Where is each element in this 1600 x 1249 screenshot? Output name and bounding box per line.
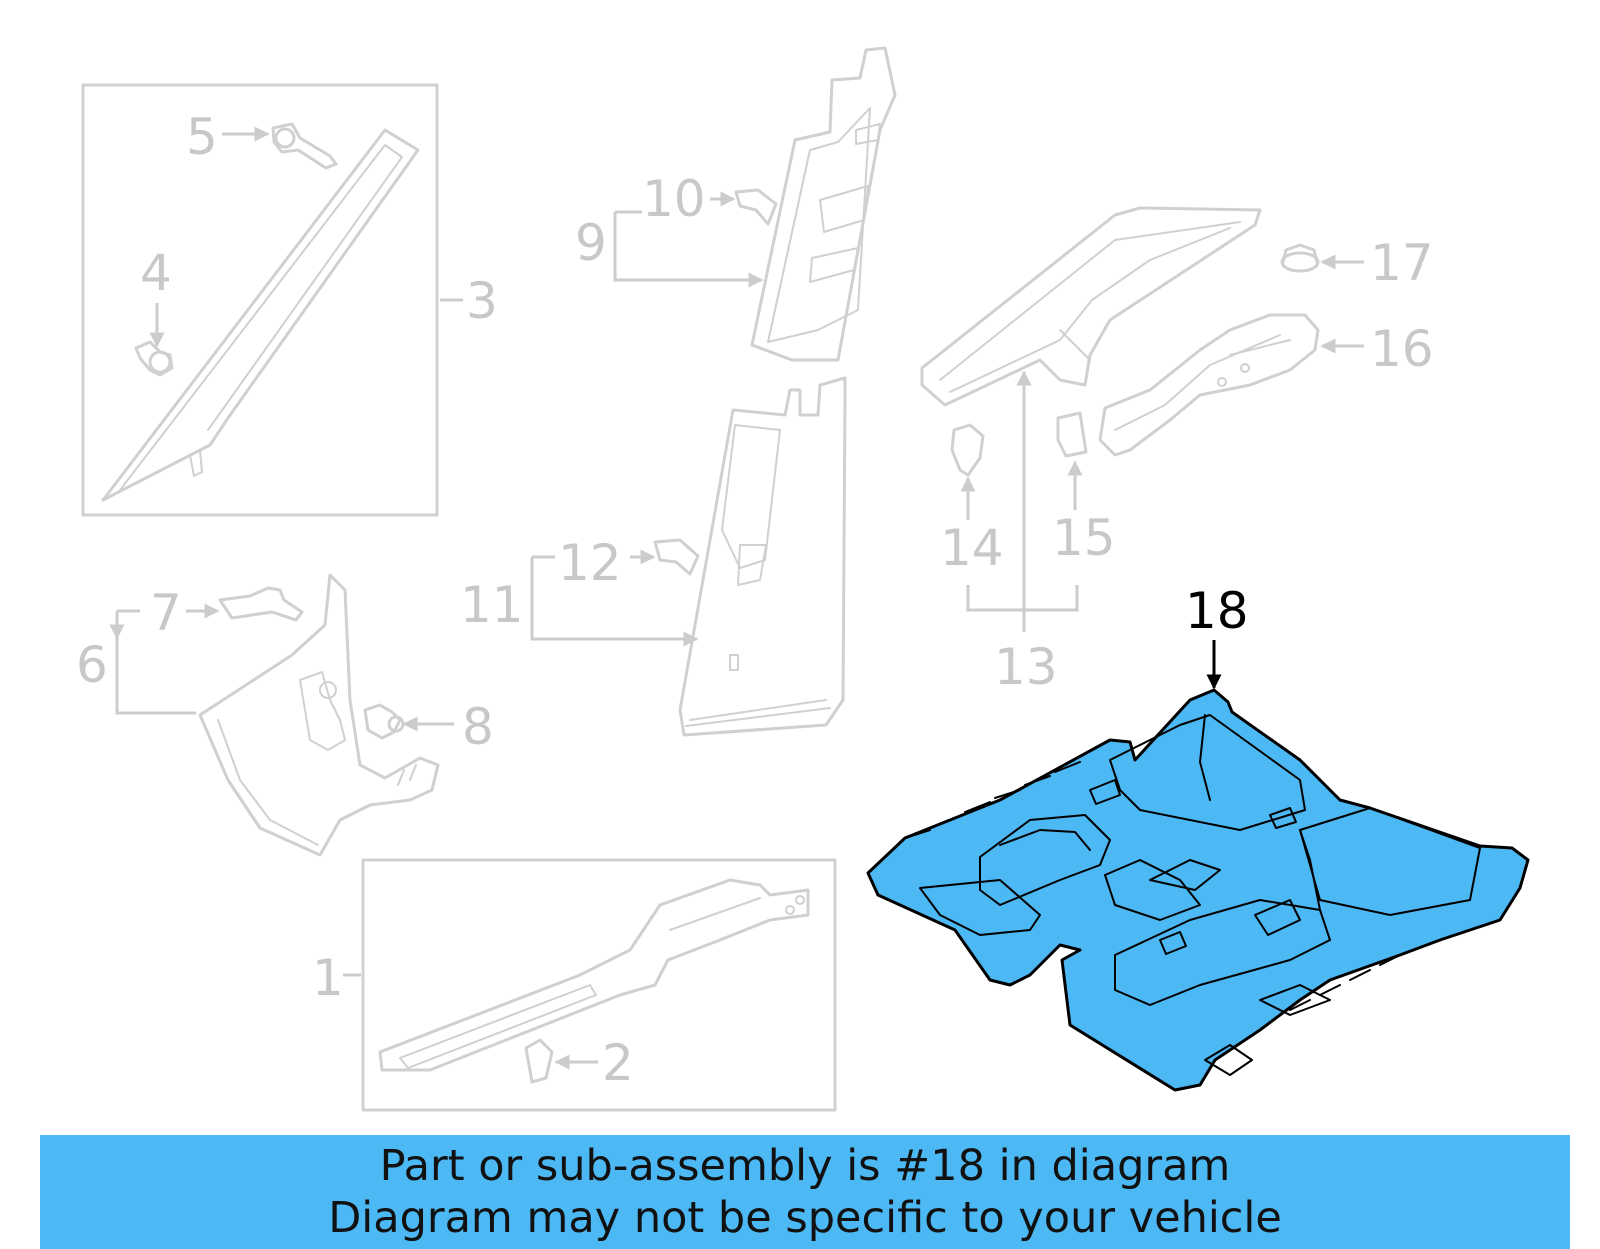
plug-part-17 [1280,243,1320,273]
callout-6: 6 [76,636,108,694]
callout-18: 18 [1185,582,1249,640]
callout-10: 10 [642,170,706,228]
callout-14: 14 [940,519,1004,577]
leader-6 [117,609,196,715]
callout-13: 13 [994,638,1058,696]
clip-part-7 [218,586,304,622]
sill-trim-part-13 [920,206,1262,407]
group-box-3 [81,83,439,517]
callout-11: 11 [460,576,524,634]
b-pillar-upper-trim-part-9 [750,46,897,362]
clip-part-14 [950,423,985,477]
clip-part-12 [653,538,700,576]
callout-8: 8 [462,698,494,756]
kick-panel-part-6 [198,573,440,857]
callout-1: 1 [312,949,344,1007]
banner-line-1: Part or sub-assembly is #18 in diagram [379,1141,1231,1191]
callout-16: 16 [1370,320,1434,378]
info-banner: Part or sub-assembly is #18 in diagram D… [40,1135,1570,1249]
clip-part-2 [524,1038,554,1084]
b-pillar-lower-trim-part-11 [678,376,847,737]
callout-7: 7 [150,584,182,642]
leader-11 [530,555,697,639]
a-pillar-trim-part-3 [101,128,420,502]
clip-part-5 [271,122,338,170]
clip-part-10 [734,188,778,226]
callout-15: 15 [1052,509,1116,567]
clip-part-4 [134,340,174,377]
group-box-1 [361,858,837,1112]
callout-17: 17 [1370,234,1434,292]
callout-5: 5 [186,108,218,166]
leader-9 [613,210,762,280]
callout-4: 4 [140,244,172,302]
callout-2: 2 [602,1034,634,1092]
clip-part-8 [363,703,405,740]
scuff-plate-part-1 [378,878,810,1072]
floor-carpet-part-18 [866,688,1530,1092]
clip-part-15 [1056,411,1088,458]
callout-3: 3 [466,272,498,330]
bracket-part-16 [1098,313,1320,457]
callout-9: 9 [575,214,607,272]
banner-line-2: Diagram may not be specific to your vehi… [328,1193,1282,1243]
callout-12: 12 [558,534,622,592]
